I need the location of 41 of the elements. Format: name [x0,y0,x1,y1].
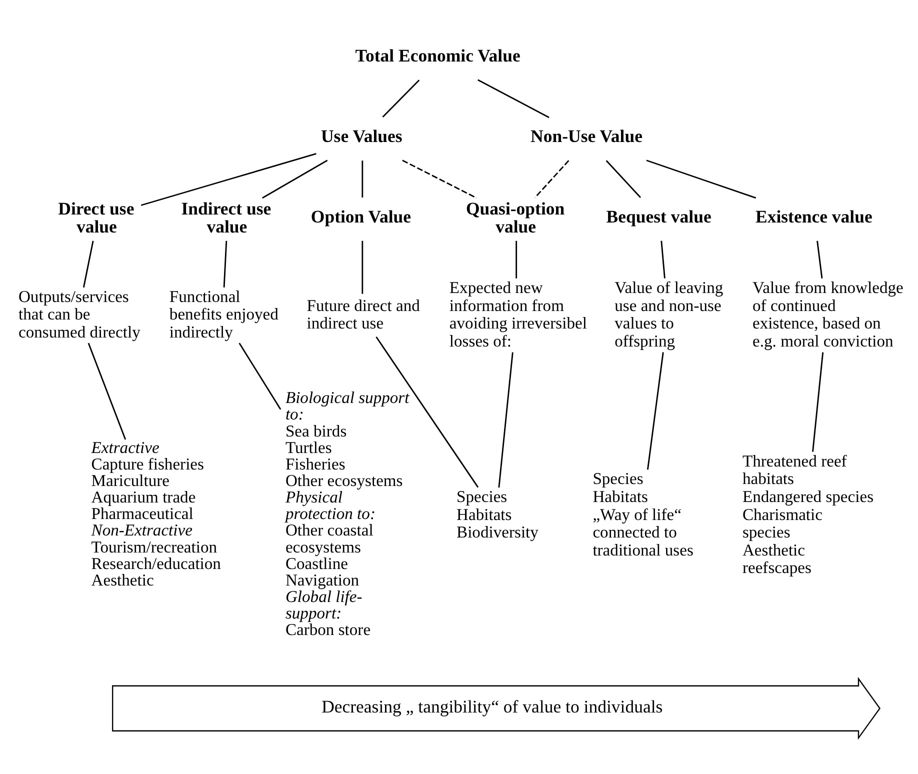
node-text: Direct use value [58,198,134,236]
connector [361,240,363,294]
connector [238,342,281,410]
node-text: Existence value [754,206,872,226]
node-text: Biological support to: Sea birds Turtles Fisheries Other ecosystems Physical protection to: Other coastal ecosystems Coastline Navigation Global life-support: Carbon store [284,388,409,639]
connector [816,240,822,278]
connector [382,79,420,118]
node-text: Bequest value [606,206,711,226]
connector [660,240,665,278]
node-text: Total Economic Value [354,44,520,65]
connector [402,159,476,198]
node-text: Value from knowledge of continued existence, based on e.g. moral conviction [752,278,903,350]
connector [262,159,328,198]
connector [477,78,549,118]
node-text: Indirect use value [180,198,271,236]
connector [140,152,316,206]
connector [87,342,126,440]
node-text: Option Value [310,206,411,226]
node-text: Species Habitats „Way of life“ connected to traditional uses [592,468,693,559]
node-text: Threatened reef habitats Endangered species Charismatic species Aesthetic reefscapes [742,450,874,577]
connector [375,336,478,488]
connector [498,352,513,488]
connector [222,240,227,287]
connector [515,240,517,278]
connector [812,352,824,452]
node-text: Expected new information from avoiding irreversibel losses of: [448,278,586,350]
connector [82,240,94,288]
connector [646,159,756,198]
node-text: Quasi-option value [466,198,564,236]
node-text: Extractive Capture fisheries Mariculture Aquarium trade Pharmaceutical Non-Extractive Tourism/recreation Research/education Aesthetic [90,437,220,589]
node-text: Value of leaving use and non-use values to offspring [614,278,723,350]
node-text: Future direct and indirect use [306,295,420,332]
node-text: Functional benefits enjoyed indirectly [168,286,278,341]
node-text: Outputs/services that can be consumed directly [18,286,140,341]
connector [534,160,569,198]
connector [361,160,363,198]
node-text: Species Habitats Biodiversity [456,486,538,542]
node-text: Non-Use Value [530,125,642,146]
connector [605,160,641,198]
connector [646,352,664,470]
node-text: Use Values [320,125,402,146]
